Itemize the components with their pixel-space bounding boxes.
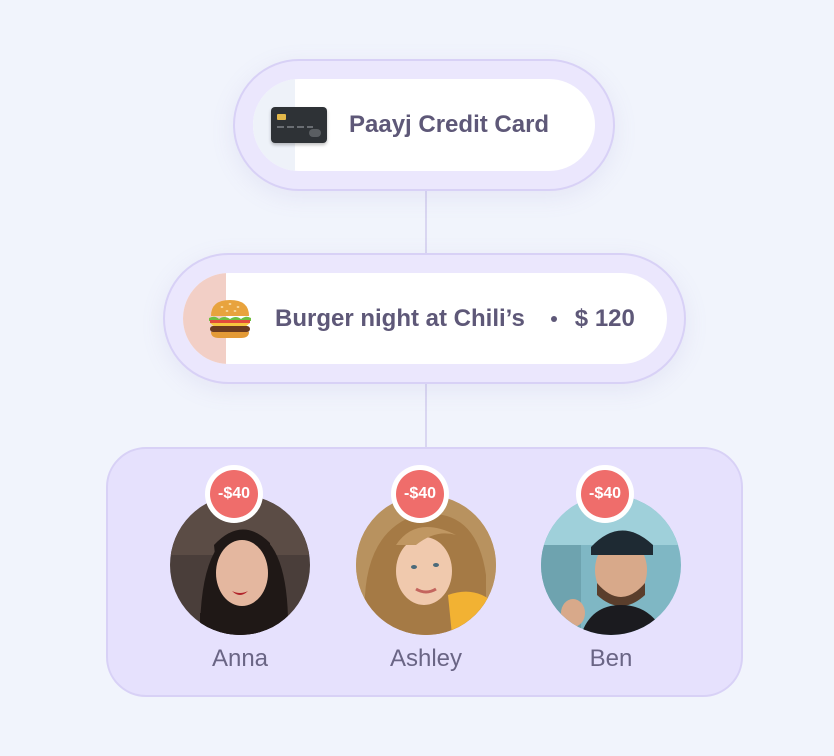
share-badge: -$40 bbox=[205, 465, 263, 523]
expense-title: Burger night at Chili’s bbox=[275, 304, 525, 332]
credit-card-icon bbox=[271, 107, 327, 143]
expense-amount: $ 120 bbox=[574, 304, 635, 332]
expense-pill[interactable]: Burger night at Chili’s $ 120 bbox=[183, 273, 667, 364]
share-amount: -$40 bbox=[581, 470, 629, 518]
share-badge: -$40 bbox=[576, 465, 634, 523]
participant-name: Ben bbox=[589, 645, 633, 672]
payment-card-pill[interactable]: Paayj Credit Card bbox=[253, 79, 595, 171]
expense-node: Burger night at Chili’s $ 120 bbox=[163, 253, 686, 384]
participant-ashley[interactable]: -$40 Ashley bbox=[356, 465, 496, 695]
payment-card-node: Paayj Credit Card bbox=[233, 59, 615, 191]
avatar bbox=[541, 495, 681, 635]
share-amount: -$40 bbox=[396, 470, 444, 518]
participant-name: Anna bbox=[211, 645, 269, 672]
connector-card-to-expense bbox=[425, 190, 427, 254]
connector-expense-to-people bbox=[425, 383, 427, 448]
participant-ben[interactable]: -$40 Ben bbox=[541, 465, 681, 695]
participant-anna[interactable]: -$40 Anna bbox=[170, 465, 310, 695]
participant-name: Ashley bbox=[389, 645, 463, 672]
participants-panel: -$40 Anna -$40 Ashley bbox=[106, 447, 743, 697]
separator-dot bbox=[550, 315, 557, 322]
share-amount: -$40 bbox=[210, 470, 258, 518]
burger-icon bbox=[207, 298, 253, 340]
share-badge: -$40 bbox=[391, 465, 449, 523]
payment-card-label: Paayj Credit Card bbox=[349, 111, 550, 138]
